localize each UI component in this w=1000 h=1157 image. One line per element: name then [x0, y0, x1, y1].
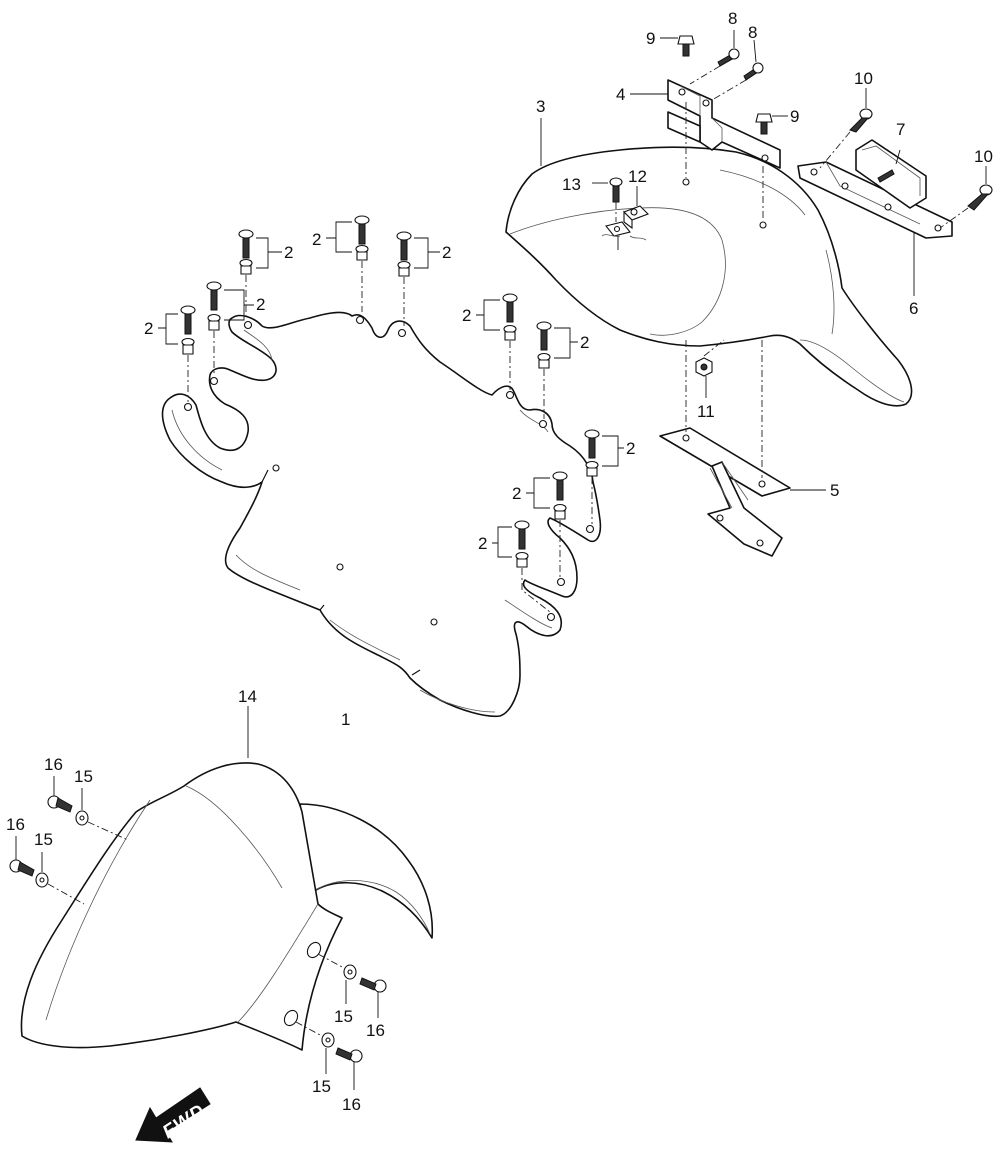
screw-set-c	[396, 231, 412, 326]
callout-9: 9	[646, 29, 655, 48]
callout-13: 13	[562, 175, 581, 194]
callout-15: 15	[312, 1077, 331, 1096]
screw-set-d	[206, 281, 222, 376]
callout-4: 4	[616, 85, 625, 104]
screw-set-i	[552, 471, 568, 577]
callout-14: 14	[238, 687, 257, 706]
fwd-direction-arrow: FWD	[135, 1087, 211, 1143]
callout-1: 1	[341, 710, 350, 729]
callout-2: 2	[626, 439, 635, 458]
callout-labels: 1 2 2 2 2 2 2 2 2 2 2 3 4 5 6 7 8 8 9 9 …	[6, 9, 993, 1114]
part-4-bracket	[667, 79, 781, 220]
callout-3: 3	[536, 97, 545, 116]
screw-set-f	[502, 293, 518, 390]
callout-16: 16	[366, 1021, 385, 1040]
callout-2: 2	[144, 319, 153, 338]
part-9-hex-bolts	[660, 35, 788, 135]
part-14-front-fender	[20, 706, 434, 1051]
callout-16: 16	[342, 1095, 361, 1114]
part-12-clip-nut	[601, 186, 649, 250]
part-5-lower-bracket	[659, 340, 826, 557]
callout-7: 7	[896, 120, 905, 139]
callout-5: 5	[830, 481, 839, 500]
callout-9: 9	[790, 107, 799, 126]
callout-8: 8	[748, 23, 757, 42]
callout-11: 11	[697, 402, 715, 421]
callout-2: 2	[512, 484, 521, 503]
callout-2: 2	[312, 230, 321, 249]
callout-12: 12	[628, 167, 647, 186]
callout-16: 16	[6, 815, 25, 834]
part-1-gasket	[161, 311, 602, 718]
callout-15: 15	[74, 767, 93, 786]
part-3-rear-fender	[505, 146, 913, 407]
callout-2: 2	[580, 333, 589, 352]
callout-16: 16	[44, 755, 63, 774]
callout-15: 15	[334, 1007, 353, 1026]
callout-15: 15	[34, 830, 53, 849]
callout-10: 10	[974, 147, 993, 166]
part-6-plate-bracket	[797, 161, 953, 296]
callout-6: 6	[909, 299, 918, 318]
callout-2: 2	[442, 243, 451, 262]
callout-2: 2	[256, 295, 265, 314]
part-16-bolts	[9, 776, 387, 1090]
callout-10: 10	[854, 69, 873, 88]
callout-2: 2	[284, 243, 293, 262]
part-7-reflector	[855, 139, 927, 209]
part-13-screw	[592, 177, 623, 222]
callout-8: 8	[728, 9, 737, 28]
callout-2: 2	[462, 306, 471, 325]
screw-set-g	[536, 321, 552, 419]
part-15-washers	[35, 788, 357, 1074]
screw-set-a	[238, 229, 254, 318]
screw-set-h	[584, 429, 600, 524]
callout-2: 2	[478, 534, 487, 553]
screw-set-b	[354, 215, 370, 312]
screw-set-j	[514, 520, 551, 613]
part-2-screw-grommet-sets	[158, 215, 624, 613]
part-8-bolts	[689, 30, 764, 101]
part-11-nut	[695, 339, 725, 398]
screw-set-e	[180, 305, 196, 402]
part-10-bolts	[819, 88, 993, 229]
